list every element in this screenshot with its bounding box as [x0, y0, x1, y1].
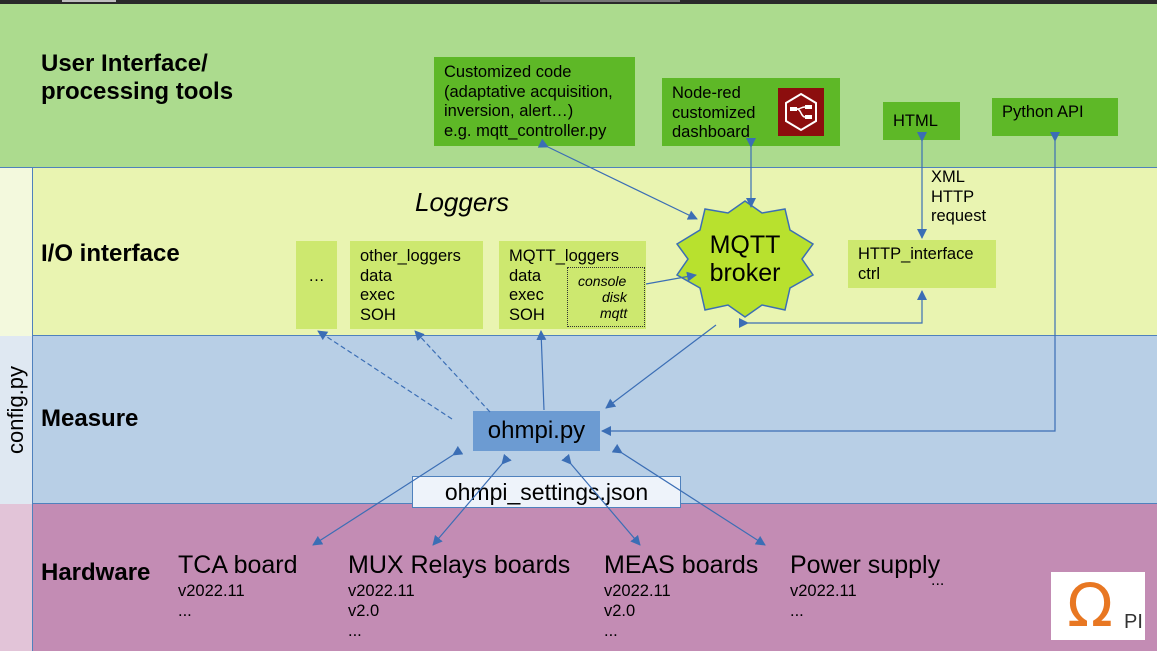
top-bar-tab — [62, 0, 116, 2]
python-api-label: Python API — [1002, 103, 1084, 121]
tca-board: TCA board v2022.11 ... — [178, 551, 298, 621]
other-loggers-box: other_loggers data exec SOH — [350, 241, 483, 329]
broker-line: MQTT — [709, 231, 781, 259]
custom-code-box: Customized code (adaptative acquisition,… — [434, 57, 635, 146]
http-interface-line: HTTP_interface — [858, 245, 974, 263]
ohmpi-logo: Ω PI — [1051, 572, 1145, 640]
http-interface-line: ctrl — [858, 264, 880, 283]
hardware-layer-band — [0, 504, 1157, 651]
handler-mqtt: mqtt — [600, 305, 628, 321]
xml-line: XML — [931, 168, 965, 186]
custom-code-line: inversion, alert…) — [444, 102, 574, 120]
mqtt-logger-handlers-box: console disk mqtt — [567, 267, 645, 327]
mqtt-broker-label: MQTT broker — [676, 231, 814, 287]
other-loggers-line: SOH — [360, 305, 396, 324]
power-supply-extra: ... — [931, 572, 945, 589]
handler-console: console — [578, 273, 627, 289]
omega-icon: Ω — [1067, 571, 1113, 641]
mqtt-loggers-line: SOH — [509, 305, 545, 324]
meas-version: v2.0 — [604, 602, 636, 620]
hardware-layer-title: Hardware — [41, 559, 151, 586]
handler-disk: disk — [602, 289, 627, 305]
tca-board-name: TCA board — [178, 551, 298, 579]
top-bar-tab — [540, 0, 680, 2]
html-box: HTML — [883, 102, 960, 140]
mux-version: v2022.11 — [348, 582, 415, 600]
measure-layer-title: Measure — [41, 405, 139, 432]
mux-boards-name: MUX Relays boards — [348, 551, 571, 579]
config-strip — [0, 168, 33, 504]
top-window-bar — [0, 0, 1157, 4]
meas-version: v2022.11 — [604, 582, 671, 600]
mqtt-loggers-line: MQTT_loggers — [509, 247, 620, 265]
meas-boards-name: MEAS boards — [604, 551, 759, 579]
mux-version: ... — [348, 622, 362, 640]
mqtt-loggers-line: data — [509, 266, 542, 285]
ui-layer-title: User Interface/ processing tools — [41, 50, 234, 105]
xml-line: request — [931, 207, 987, 225]
xml-line: HTTP — [931, 187, 975, 206]
logo-pi-text: PI — [1124, 611, 1143, 633]
other-loggers-line: exec — [360, 286, 395, 304]
ellipsis-logger-label: … — [308, 267, 325, 285]
meas-version: ... — [604, 622, 618, 640]
ohmpi-settings-box: ohmpi_settings.json — [412, 476, 681, 508]
hardware-strip — [0, 504, 33, 651]
ohmpi-py-box: ohmpi.py — [473, 411, 600, 451]
power-version: ... — [790, 602, 804, 620]
nodered-line: customized — [672, 103, 756, 122]
nodered-icon — [778, 88, 824, 136]
custom-code-line: (adaptative acquisition, — [444, 82, 613, 101]
power-supply: Power supply v2022.11 ... — [790, 551, 940, 621]
tca-version: ... — [178, 602, 192, 620]
other-loggers-line: other_loggers — [360, 247, 461, 265]
loggers-title: Loggers — [415, 187, 509, 217]
html-label: HTML — [893, 112, 938, 130]
broker-line: broker — [709, 259, 781, 287]
xml-http-request-label: XML HTTP request — [931, 168, 986, 227]
ellipsis-logger-box: … — [296, 241, 337, 329]
mux-relays-boards: MUX Relays boards v2022.11 v2.0 ... — [348, 551, 570, 641]
custom-code-line: e.g. mqtt_controller.py — [444, 121, 607, 140]
tca-version: v2022.11 — [178, 582, 245, 600]
mqtt-loggers-line: exec — [509, 286, 544, 304]
http-interface-box: HTTP_interface ctrl — [848, 240, 996, 288]
mux-version: v2.0 — [348, 602, 380, 620]
power-supply-name: Power supply — [790, 551, 941, 579]
config-label: config.py — [3, 365, 28, 455]
python-api-box: Python API — [992, 98, 1118, 136]
custom-code-line: Customized code — [444, 63, 572, 81]
nodered-line: Node-red — [672, 84, 741, 102]
power-version: v2022.11 — [790, 582, 857, 600]
meas-boards: MEAS boards v2022.11 v2.0 ... — [604, 551, 758, 641]
io-layer-title: I/O interface — [41, 240, 180, 267]
other-loggers-line: data — [360, 266, 393, 285]
